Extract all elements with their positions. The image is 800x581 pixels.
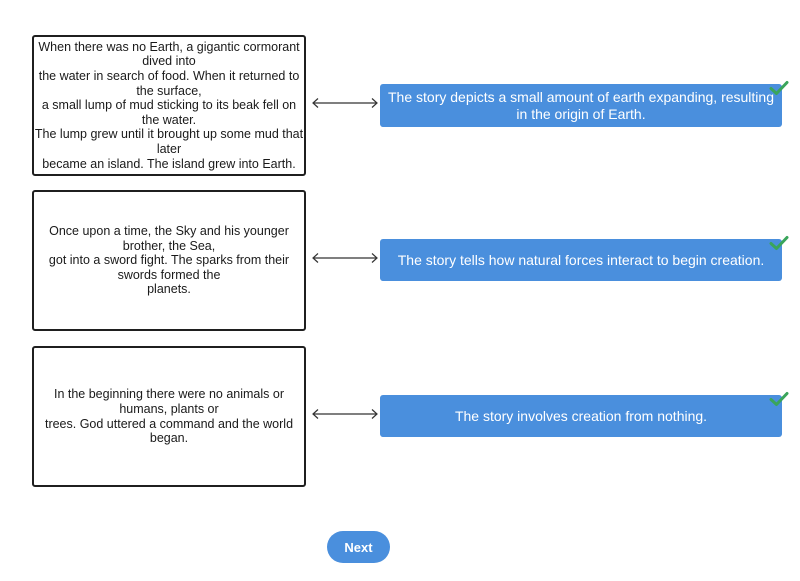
story-line: a small lump of mud sticking to its beak…: [41, 98, 297, 113]
answer-line: The story involves creation from nothing…: [454, 407, 708, 424]
story-line: got into a sword fight. The sparks from …: [48, 253, 290, 268]
answer-line: in the origin of Earth.: [516, 105, 646, 122]
story-line: planets.: [147, 282, 191, 297]
story-line: humans, plants or: [119, 401, 219, 416]
story-line: became an island. The island grew into E…: [42, 156, 296, 171]
story-card-2: Once upon a time, the Sky and his younge…: [32, 190, 306, 331]
story-line: The lump grew until it brought up some m…: [34, 127, 304, 142]
answer-tile-1[interactable]: The story depicts a small amount of eart…: [380, 84, 782, 127]
story-line: the water.: [141, 112, 197, 127]
answer-line: The story depicts a small amount of eart…: [388, 88, 774, 105]
story-line: later: [156, 141, 182, 156]
story-line: the water in search of food. When it ret…: [38, 69, 300, 84]
answer-line: The story tells how natural forces inter…: [397, 251, 765, 268]
answer-tile-2[interactable]: The story tells how natural forces inter…: [380, 239, 782, 281]
story-line: brother, the Sea,: [122, 238, 216, 253]
next-button[interactable]: Next: [327, 531, 390, 563]
double-arrow-icon: [312, 253, 378, 263]
story-line: Once upon a time, the Sky and his younge…: [49, 224, 289, 239]
story-line: When there was no Earth, a gigantic corm…: [38, 39, 300, 54]
double-arrow-icon: [312, 409, 378, 419]
check-icon: [769, 392, 789, 406]
double-arrow-icon: [312, 98, 378, 108]
story-line: In the beginning there were no animals o…: [53, 387, 284, 402]
story-line: dived into: [142, 54, 196, 69]
story-line: swords formed the: [117, 267, 221, 282]
answer-tile-3[interactable]: The story involves creation from nothing…: [380, 395, 782, 437]
story-card-3: In the beginning there were no animals o…: [32, 346, 306, 487]
story-line: the surface,: [136, 83, 202, 98]
story-line: began.: [149, 431, 189, 446]
check-icon: [769, 81, 789, 95]
check-icon: [769, 236, 789, 250]
story-line: trees. God uttered a command and the wor…: [44, 416, 294, 431]
story-card-1: When there was no Earth, a gigantic corm…: [32, 35, 306, 176]
